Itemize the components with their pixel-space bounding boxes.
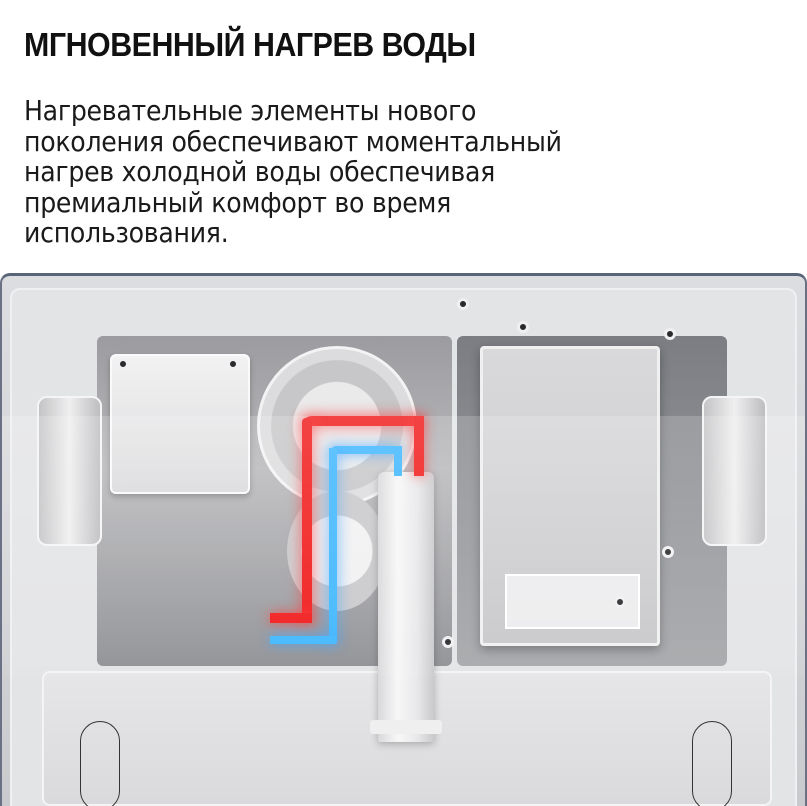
mount-slot-left xyxy=(80,721,120,806)
description-line: нагрев холодной воды обеспечивая xyxy=(24,155,496,188)
screw-icon xyxy=(662,546,674,558)
screw-icon xyxy=(664,328,676,340)
mount-slot-right xyxy=(692,721,732,806)
heating-element-tube xyxy=(378,472,434,742)
hot-pipe-vertical xyxy=(302,418,312,623)
screw-icon xyxy=(117,358,129,370)
heating-chamber xyxy=(480,346,660,646)
description-line: использования. xyxy=(24,216,229,249)
tube-cap xyxy=(370,720,442,734)
screw-icon xyxy=(227,358,239,370)
cold-pipe-top xyxy=(329,446,401,454)
description-line: премиальный комфорт во время xyxy=(24,185,452,219)
right-hinge xyxy=(702,396,767,546)
screw-icon xyxy=(517,321,529,333)
cold-pipe-bottom xyxy=(270,636,336,644)
page-title: МГНОВЕННЫЙ НАГРЕВ ВОДЫ xyxy=(24,26,476,63)
screw-icon xyxy=(442,636,454,648)
description: Нагревательные элементы нового поколения… xyxy=(24,94,708,249)
description-line: Нагревательные элементы нового xyxy=(24,94,477,127)
cold-pipe-vertical xyxy=(329,448,337,643)
screw-icon xyxy=(614,596,626,608)
description-line: поколения обеспечивают моментальный xyxy=(24,124,562,158)
left-hinge xyxy=(37,396,102,546)
hot-pipe-top xyxy=(302,416,424,426)
cold-pipe-right xyxy=(394,446,402,476)
control-module xyxy=(110,354,250,494)
water-heater-illustration xyxy=(0,273,807,806)
screw-icon xyxy=(457,298,469,310)
hot-pipe-right xyxy=(414,416,424,476)
hot-pipe-bottom xyxy=(270,613,312,623)
